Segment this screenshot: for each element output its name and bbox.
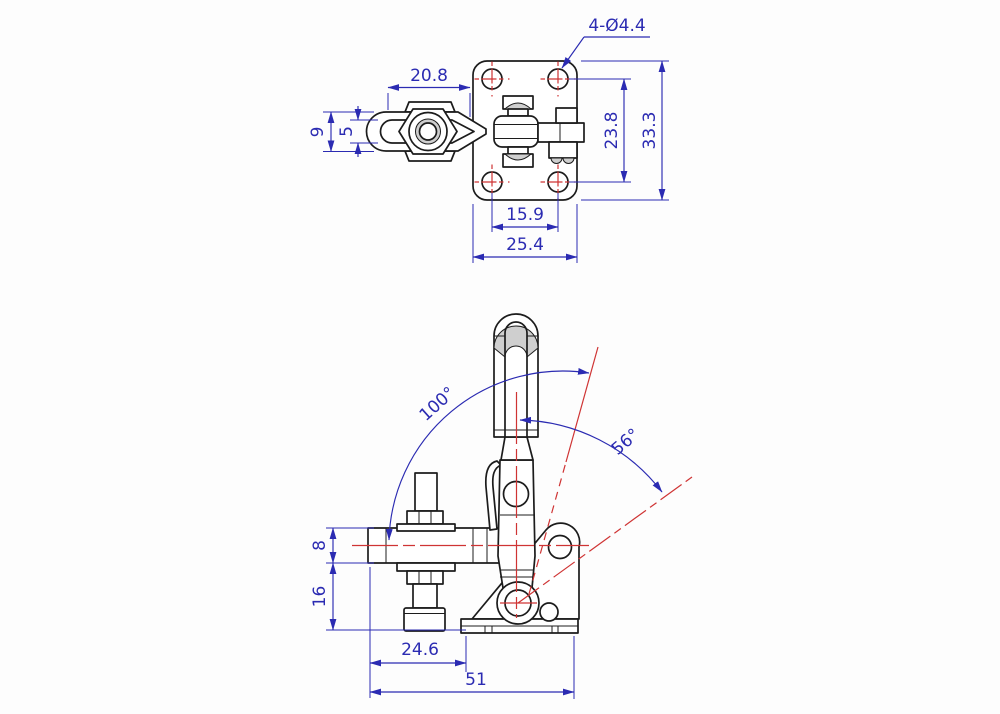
spindle-flange-bottom	[396, 562, 456, 572]
link-tab-bottom	[548, 141, 578, 159]
bolt-holes	[474, 61, 576, 200]
dim-overall-length-label: 51	[465, 670, 487, 690]
spindle-shaft-bottom	[412, 583, 438, 609]
link-roller-left	[550, 157, 563, 164]
dim-slot-width: 5	[337, 106, 378, 157]
dim-hole-pitch-horizontal-label: 15.9	[506, 205, 544, 225]
hole-callout-label: 4-Ø4.4	[588, 16, 645, 36]
dim-plate-width: 25.4	[472, 204, 578, 263]
link-bar	[537, 122, 585, 143]
spindle-shaft-top	[414, 472, 438, 512]
dim-arm-reach: 24.6	[369, 567, 467, 698]
dim-slot-offset-label: 20.8	[410, 66, 448, 86]
dim-handle-angle-label: 100°	[416, 383, 460, 425]
dim-spindle-drop-label: 16	[310, 586, 330, 608]
toggle-head-bottom-dome	[503, 153, 533, 161]
toggle-head-top-dome	[503, 102, 533, 110]
toggle-head-body	[493, 115, 539, 148]
dim-hole-pitch-vertical-label: 23.8	[602, 112, 622, 150]
link-roller-right	[562, 157, 575, 164]
toggle-head-neck-top	[507, 108, 529, 117]
dim-arm-width: 9	[308, 111, 374, 152]
dim-arm-width-label: 9	[308, 127, 328, 138]
dim-plate-height: 33.3	[581, 60, 669, 201]
spindle-flange-top	[396, 523, 456, 532]
dim-spindle-drop: 16	[310, 562, 466, 631]
handle-inner	[504, 321, 528, 437]
top-view: 20.8 9 5 23.8 33.3	[308, 16, 669, 263]
hole-centerlines	[474, 61, 576, 200]
dim-arm-reach-label: 24.6	[401, 640, 439, 660]
dim-hole-pitch-horizontal: 15.9	[491, 193, 559, 232]
spindle-nut-bottom	[406, 570, 444, 585]
dim-plate-width-label: 25.4	[506, 235, 544, 255]
dim-bar-height-label: 8	[310, 540, 330, 551]
link-tab-top	[555, 107, 578, 124]
bar-open-axis	[517, 476, 693, 604]
hole-callout: 4-Ø4.4	[561, 16, 650, 69]
dim-slot-offset: 20.8	[387, 66, 471, 117]
dim-bar-angle: 56°	[519, 416, 663, 493]
handle-closed-axis	[565, 346, 599, 463]
dim-bar-angle-label: 56°	[608, 425, 644, 460]
spindle-bore	[418, 122, 438, 141]
side-view: 100° 56° 8 16 24.6	[310, 313, 693, 699]
dim-hole-pitch-vertical: 23.8	[569, 78, 631, 183]
spindle-nut-top	[406, 510, 444, 525]
base-mounting-hole	[539, 602, 559, 622]
dim-overall-length: 51	[369, 636, 575, 699]
toggle-head-neck-bottom	[507, 146, 529, 155]
spindle-rubber-tip	[403, 607, 446, 632]
dim-plate-height-label: 33.3	[640, 112, 660, 150]
dim-slot-width-label: 5	[337, 126, 357, 137]
base-arm-pin-hole	[547, 534, 573, 560]
